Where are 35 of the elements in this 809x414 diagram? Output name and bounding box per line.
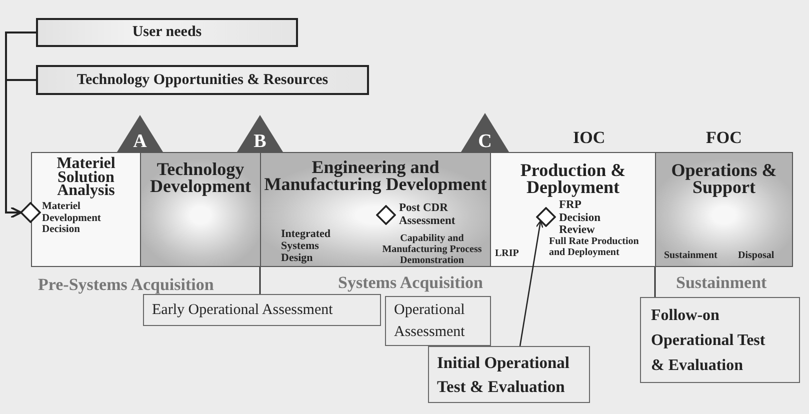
phase-title: Materiel Solution Analysis: [56, 157, 116, 198]
phase-title: Operations & Support: [670, 162, 778, 196]
phase-title: Production & Deployment: [519, 162, 627, 196]
milestone-triangle: A: [117, 115, 163, 152]
milestone-label: IOC: [573, 128, 606, 148]
activity-label: Capability and Manufacturing Process Demonstration: [381, 233, 483, 266]
decision-label: Materiel Development Decision: [42, 201, 102, 236]
activity-label: Disposal: [738, 250, 776, 261]
phase-box: [140, 152, 261, 267]
phase-title: Technology Development: [149, 161, 252, 195]
decision-label: FRP Decision Review: [559, 199, 602, 236]
decision-label: Post CDR Assessment: [399, 202, 456, 227]
phase-title: Engineering and Manufacturing Development: [263, 159, 488, 193]
test-box: Early Operational Assessment: [143, 294, 381, 326]
connector-line: [654, 267, 656, 297]
test-box: Follow-on Operational Test & Evaluation: [640, 297, 800, 383]
phase-box: [31, 152, 141, 267]
activity-label: Sustainment: [664, 250, 718, 261]
phase-box: [260, 152, 491, 267]
connector-arrow: [519, 220, 544, 346]
milestone-triangle: C: [461, 113, 509, 152]
connector-arrow: [5, 79, 36, 218]
milestone-label: FOC: [706, 128, 742, 148]
input-box: User needs: [36, 18, 298, 47]
activity-label: LRIP: [495, 248, 520, 259]
phase-group-label: Sustainment: [676, 273, 767, 293]
input-box: Technology Opportunities & Resources: [36, 65, 369, 95]
phase-group-label: Pre-Systems Acquisition: [38, 275, 214, 295]
milestone-triangle: B: [237, 115, 283, 152]
phase-group-label: Systems Acquisition: [338, 273, 483, 293]
test-box: Operational Assessment: [385, 296, 491, 346]
activity-label: Integrated Systems Design: [281, 228, 332, 264]
test-box: Initial Operational Test & Evaluation: [428, 346, 590, 403]
connector-line: [259, 267, 261, 294]
activity-label: Full Rate Production and Deployment: [549, 236, 640, 258]
